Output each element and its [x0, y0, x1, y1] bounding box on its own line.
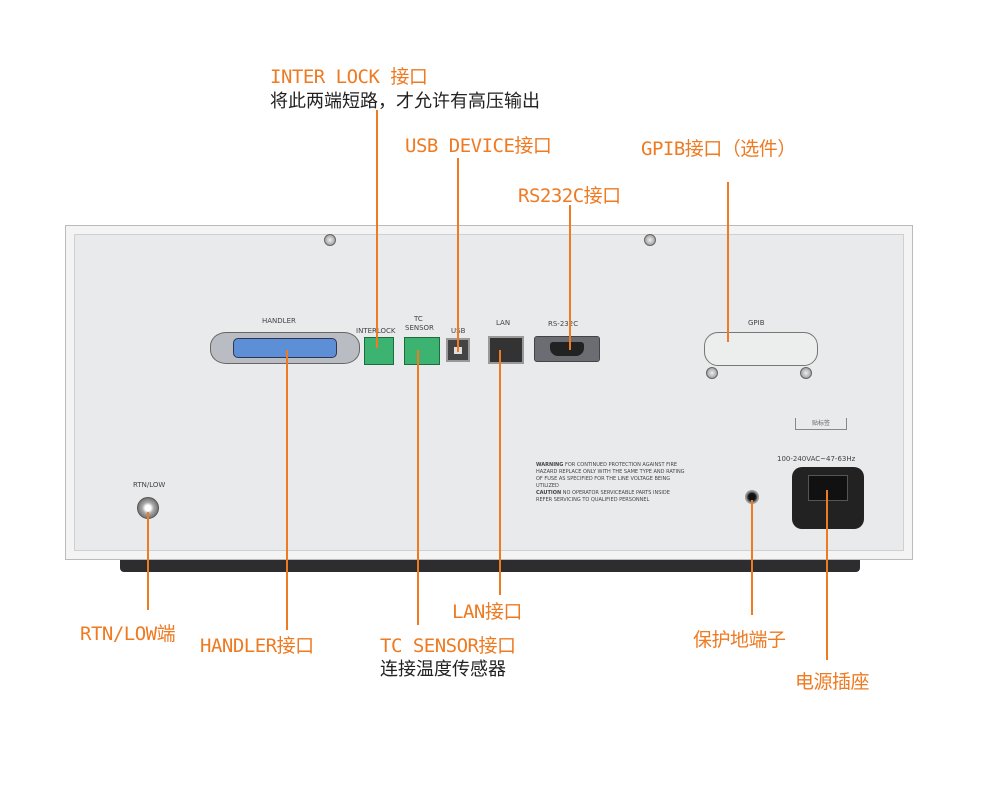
handler-callout: HANDLER接口	[200, 635, 314, 657]
handler-leader	[286, 350, 288, 630]
power-leader	[826, 490, 828, 660]
tc-sensor-terminal[interactable]	[404, 337, 440, 365]
rtn-leader	[147, 512, 149, 610]
gpib-leader	[727, 182, 729, 342]
warning-body: FOR CONTINUED PROTECTION AGAINST FIRE HA…	[536, 462, 685, 489]
screw-icon	[706, 367, 718, 379]
screw-icon	[800, 367, 812, 379]
interlock-leader	[376, 110, 378, 348]
interlock-description: 将此两端短路，才允许有高压输出	[270, 91, 540, 112]
ground-terminal[interactable]	[745, 490, 759, 504]
caution-heading: CAUTION	[536, 490, 562, 496]
tc-panel-label: TC	[414, 315, 423, 323]
rs232-leader	[569, 205, 571, 350]
rtn-callout: RTN/LOW端	[80, 623, 176, 645]
rtn-panel-label: RTN/LOW	[133, 481, 166, 489]
sensor-panel-label: SENSOR	[405, 324, 434, 332]
warning-text: WARNING FOR CONTINUED PROTECTION AGAINST…	[536, 462, 686, 504]
usb-callout: USB DEVICE接口	[405, 135, 552, 157]
caution-body: NO OPERATOR SERVICEABLE PARTS INSIDE REF…	[536, 490, 670, 503]
gpib-slot-cover	[704, 332, 818, 366]
handler-connector[interactable]	[210, 332, 360, 364]
rs232-port[interactable]	[534, 336, 600, 362]
rs232-panel-label: RS-232C	[548, 320, 579, 328]
handler-panel-label: HANDLER	[262, 317, 296, 325]
rs232-callout: RS232C接口	[518, 185, 621, 207]
lan-panel-label: LAN	[496, 319, 511, 327]
ground-leader	[751, 500, 753, 615]
instrument-base	[120, 556, 860, 572]
gpib-panel-label: GPIB	[748, 319, 765, 327]
voltage-label: 100-240VAC~47-63Hz	[777, 455, 856, 463]
interlock-callout: INTER LOCK 接口	[270, 66, 428, 88]
power-socket[interactable]	[792, 467, 864, 529]
power-callout: 电源插座	[795, 671, 870, 693]
instrument-rear-panel	[65, 225, 913, 560]
lan-port[interactable]	[488, 336, 524, 364]
screw-icon	[644, 234, 656, 246]
warning-heading: WARNING	[536, 462, 564, 468]
label-box: 贴标签	[795, 418, 847, 430]
interlock-terminal[interactable]	[364, 337, 394, 365]
gpib-callout: GPIB接口（选件）	[641, 138, 796, 160]
lan-callout: LAN接口	[452, 601, 522, 623]
usb-leader	[457, 158, 459, 352]
screw-icon	[324, 234, 336, 246]
lan-leader	[499, 350, 501, 595]
tc-description: 连接温度传感器	[380, 659, 506, 680]
tc-leader	[417, 350, 419, 625]
tc-callout: TC SENSOR接口	[380, 635, 516, 657]
ground-callout: 保护地端子	[693, 629, 786, 651]
